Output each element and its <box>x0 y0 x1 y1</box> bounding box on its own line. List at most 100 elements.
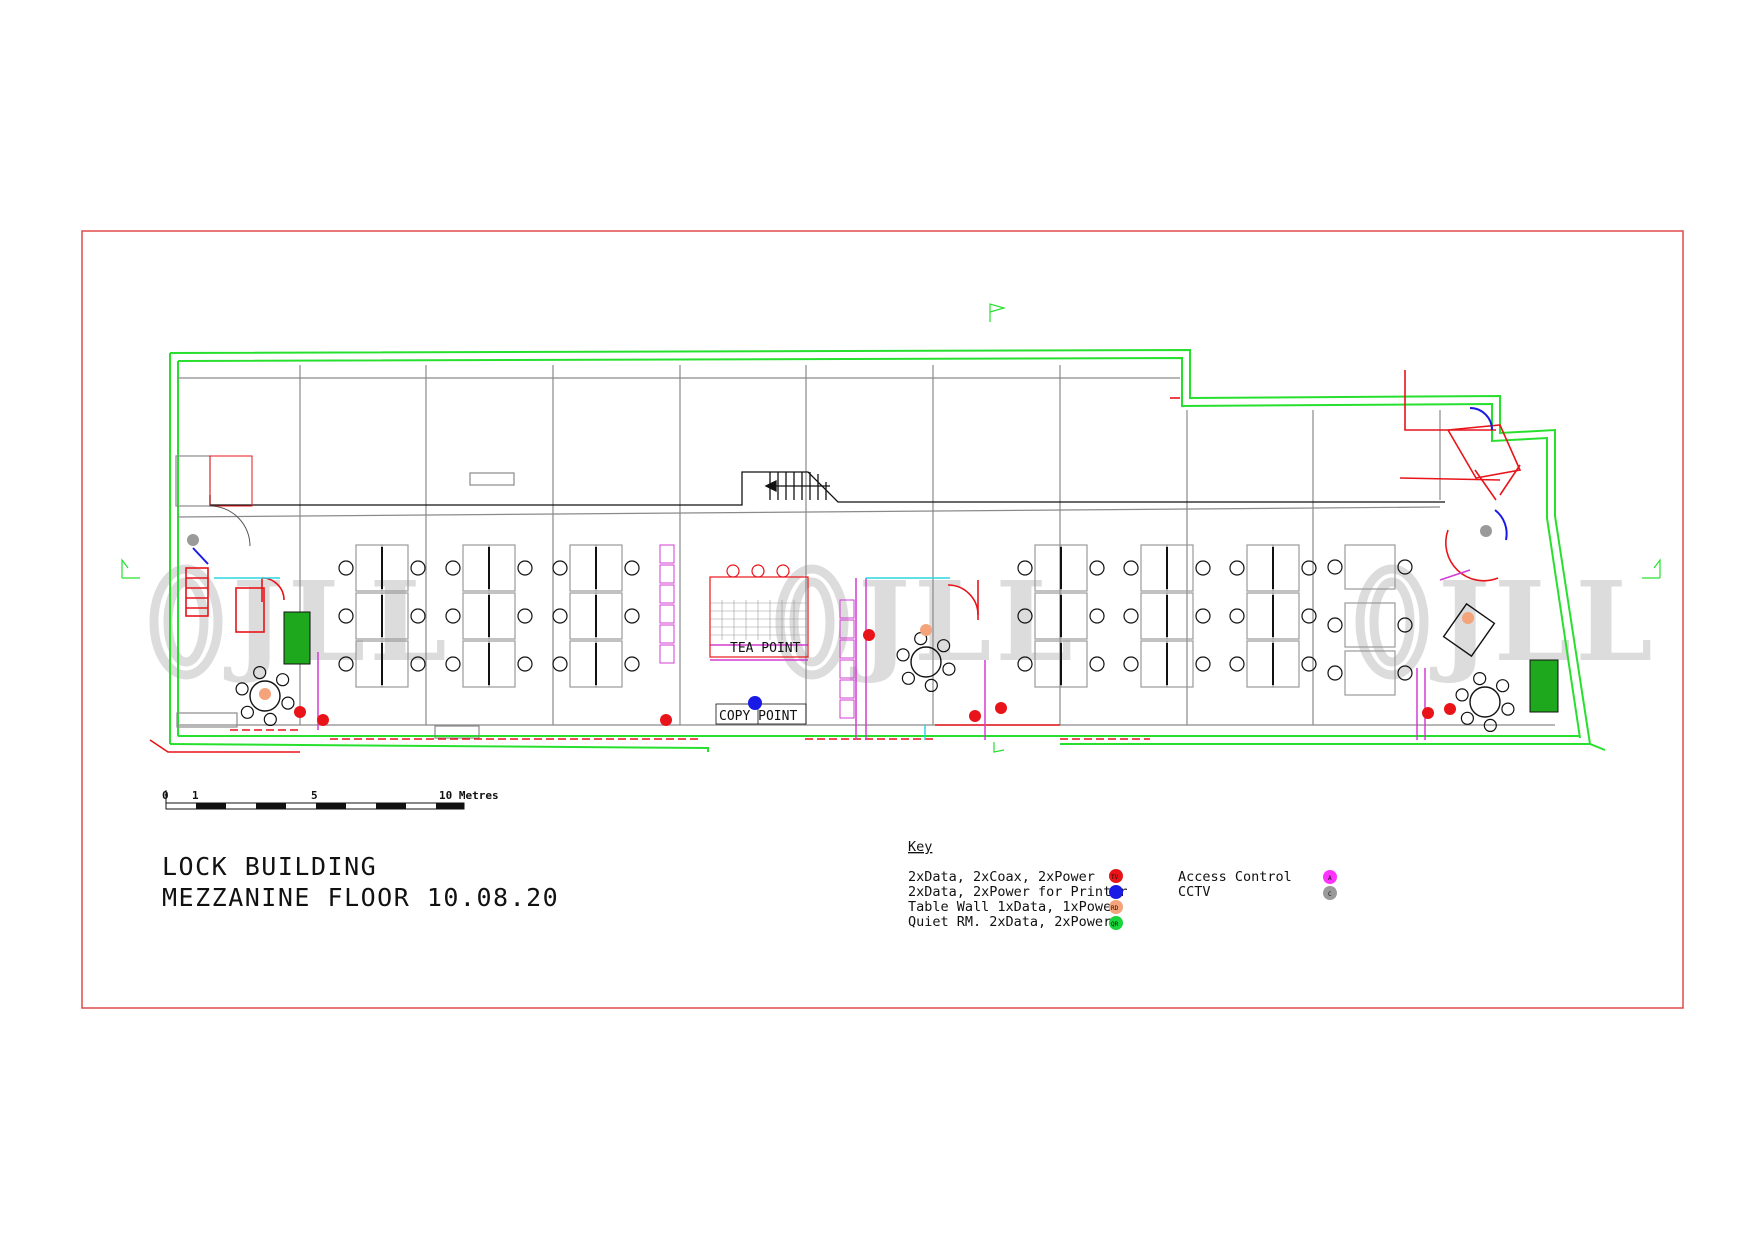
table-chair <box>1496 679 1510 693</box>
rd-outlet-icon <box>259 688 271 700</box>
desk-chair <box>338 656 354 672</box>
scale-tick-1: 1 <box>192 789 199 802</box>
desk-chair <box>1017 656 1033 672</box>
key-tv-symbol-text: TV <box>1111 874 1119 881</box>
desk-chair <box>517 656 533 672</box>
outer-walls <box>169 348 1606 752</box>
desk-chair <box>624 656 640 672</box>
desk <box>1272 592 1300 640</box>
desk-chair <box>410 608 426 624</box>
tv-outlet-icon <box>317 714 329 726</box>
desk-chair <box>1229 656 1245 672</box>
desk <box>1272 544 1300 592</box>
desk-chair <box>1017 560 1033 576</box>
desk <box>1166 640 1194 688</box>
table-chair <box>281 696 295 710</box>
desk-chair <box>624 608 640 624</box>
desk-chair <box>1301 656 1317 672</box>
storage-unit <box>839 699 855 719</box>
meeting-tables <box>249 602 1501 718</box>
desk-chair <box>410 656 426 672</box>
desk-chair <box>1123 608 1139 624</box>
rd-outlet-icon <box>920 624 932 636</box>
desk <box>488 592 516 640</box>
storage-unit <box>839 639 855 659</box>
table-chair <box>253 665 267 680</box>
desk-chair <box>552 608 568 624</box>
tv-outlet-icon <box>969 710 981 722</box>
desk-chair <box>1397 559 1413 575</box>
printer-outlet-icon <box>748 696 762 710</box>
desk-chair <box>445 656 461 672</box>
storage-unit <box>659 624 675 644</box>
table-chair <box>901 671 915 685</box>
desk-chair <box>338 560 354 576</box>
desk <box>1166 544 1194 592</box>
desk <box>595 640 623 688</box>
desk-chair <box>1327 559 1343 575</box>
storage-unit <box>659 644 675 664</box>
desk <box>595 544 623 592</box>
storage-unit <box>659 544 675 564</box>
key-item-access-label: Access Control <box>1178 869 1292 885</box>
desk-chair <box>445 560 461 576</box>
drawing-title-line1: LOCK BUILDING <box>162 852 377 881</box>
rd-outlet-icon <box>1462 612 1474 624</box>
desk-chair <box>1229 608 1245 624</box>
desk <box>1166 592 1194 640</box>
key-qr-symbol-icon <box>1109 916 1123 930</box>
corridor-and-stair <box>209 471 1445 506</box>
plan-outlets <box>187 525 1492 726</box>
table-chair <box>276 673 290 687</box>
key-item-rd-label: Table Wall 1xData, 1xPower <box>908 899 1119 915</box>
desk-chair <box>1089 608 1105 624</box>
desk <box>462 544 490 592</box>
table-chair <box>1483 718 1497 733</box>
desk <box>1344 602 1396 648</box>
desk-chair <box>1123 560 1139 576</box>
desk <box>488 640 516 688</box>
desk-chair <box>1397 665 1413 681</box>
desk <box>569 544 597 592</box>
scale-tick-5: 5 <box>311 789 318 802</box>
table-chair <box>937 639 951 653</box>
desk-chair <box>410 560 426 576</box>
scale-tick-10: 10 Metres <box>439 789 499 802</box>
desk <box>1140 544 1168 592</box>
key-access-symbol-icon <box>1323 870 1337 884</box>
key-cctv-symbol-icon <box>1323 886 1337 900</box>
key-rd-symbol-icon <box>1109 900 1123 914</box>
drawing-title-line2: MEZZANINE FLOOR 10.08.20 <box>162 883 559 912</box>
table-chair <box>924 678 938 693</box>
key-cctv-symbol-text: C <box>1328 891 1332 898</box>
desk-chair <box>1229 560 1245 576</box>
table-chair <box>235 682 249 696</box>
stair-arrow-icon <box>764 479 777 493</box>
desk-chair <box>552 560 568 576</box>
tea-point: TEA POINT <box>709 564 809 658</box>
copy-point-label: COPY POINT <box>719 709 797 724</box>
desk-chair <box>1301 560 1317 576</box>
desk-chair <box>552 656 568 672</box>
cctv-outlet-icon <box>1480 525 1492 537</box>
section-markers <box>121 303 1661 753</box>
copy-point: COPY POINT <box>715 696 807 725</box>
tea-point-label: TEA POINT <box>730 641 801 656</box>
table-chair <box>1460 711 1474 725</box>
desk <box>1140 592 1168 640</box>
key-item-tv-label: 2xData, 2xCoax, 2xPower <box>908 869 1095 885</box>
table-chair <box>896 648 910 662</box>
watermark-logo-mid <box>775 564 849 680</box>
watermark-logo-right <box>1355 564 1429 680</box>
cctv-outlet-icon <box>187 534 199 546</box>
scale-tick-0: 0 <box>162 789 169 802</box>
desk-chair <box>1089 560 1105 576</box>
desk <box>569 592 597 640</box>
storage-unit <box>659 584 675 604</box>
desk-chair <box>1123 656 1139 672</box>
desk <box>1246 640 1274 688</box>
desk-chair <box>1327 617 1343 633</box>
storage-unit <box>659 564 675 584</box>
blue-doors <box>192 407 1508 565</box>
desk-chair <box>1195 560 1211 576</box>
